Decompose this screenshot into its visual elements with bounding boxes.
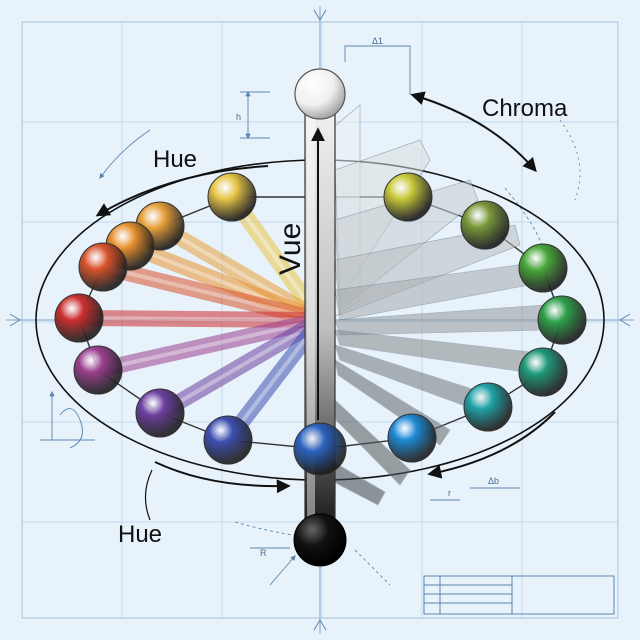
hue-sphere	[518, 347, 568, 397]
title-block	[423, 575, 615, 615]
chroma-rod-highlight	[97, 318, 321, 372]
chroma-rod	[101, 259, 322, 328]
chroma-rod	[78, 310, 321, 328]
dim-h-label: h	[236, 112, 241, 122]
hue-sphere	[463, 382, 513, 432]
black-sphere	[293, 513, 347, 567]
hue-sphere	[54, 293, 104, 343]
dim-r-label: r	[448, 488, 451, 498]
delta-top-label: Δ1	[372, 36, 383, 46]
chroma-label: Chroma	[482, 95, 568, 122]
chroma-arrow	[410, 91, 537, 173]
chroma-rod-highlight	[158, 318, 322, 415]
hue-sphere	[207, 172, 257, 222]
hue-bottom-leader	[144, 469, 153, 521]
hue-sphere	[78, 242, 128, 292]
hue-sphere	[518, 243, 568, 293]
hue-arrow-top	[95, 165, 269, 217]
delta-right-label: Δb	[488, 476, 499, 486]
value-prism	[334, 399, 411, 486]
hue-spheres	[54, 172, 587, 476]
chroma-rod-highlight	[78, 316, 321, 322]
chroma-rods	[78, 192, 328, 449]
annotation-arrows	[95, 91, 556, 521]
hue-sphere	[203, 415, 253, 465]
hue-sphere	[293, 422, 347, 476]
hue-sphere	[387, 413, 437, 463]
value-axis-label: Vue	[274, 223, 307, 275]
hue-arrow-bottom	[154, 461, 291, 494]
dim-R-label: R	[260, 548, 267, 558]
white-sphere	[294, 68, 346, 120]
chroma-rod	[96, 312, 322, 378]
hue-sphere	[135, 388, 185, 438]
hue-label-top: Hue	[153, 146, 197, 173]
hue-label-bottom: Hue	[118, 521, 162, 548]
hue-sphere	[460, 200, 510, 250]
chroma-rod	[155, 313, 325, 420]
hue-sphere	[73, 345, 123, 395]
hue-sphere	[383, 172, 433, 222]
hue-arrow-right	[427, 411, 556, 479]
hue-sphere	[537, 295, 587, 345]
chroma-rod-highlight	[102, 265, 321, 322]
